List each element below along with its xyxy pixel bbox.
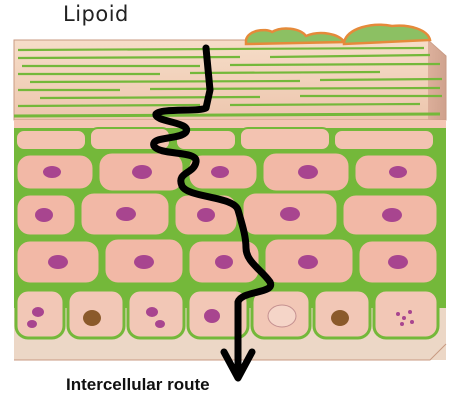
intercellular-route-label: Intercellular route <box>66 375 210 395</box>
lipoid-surface-blobs <box>246 25 430 44</box>
basal-cells <box>16 290 438 338</box>
flat-cells <box>16 128 434 150</box>
